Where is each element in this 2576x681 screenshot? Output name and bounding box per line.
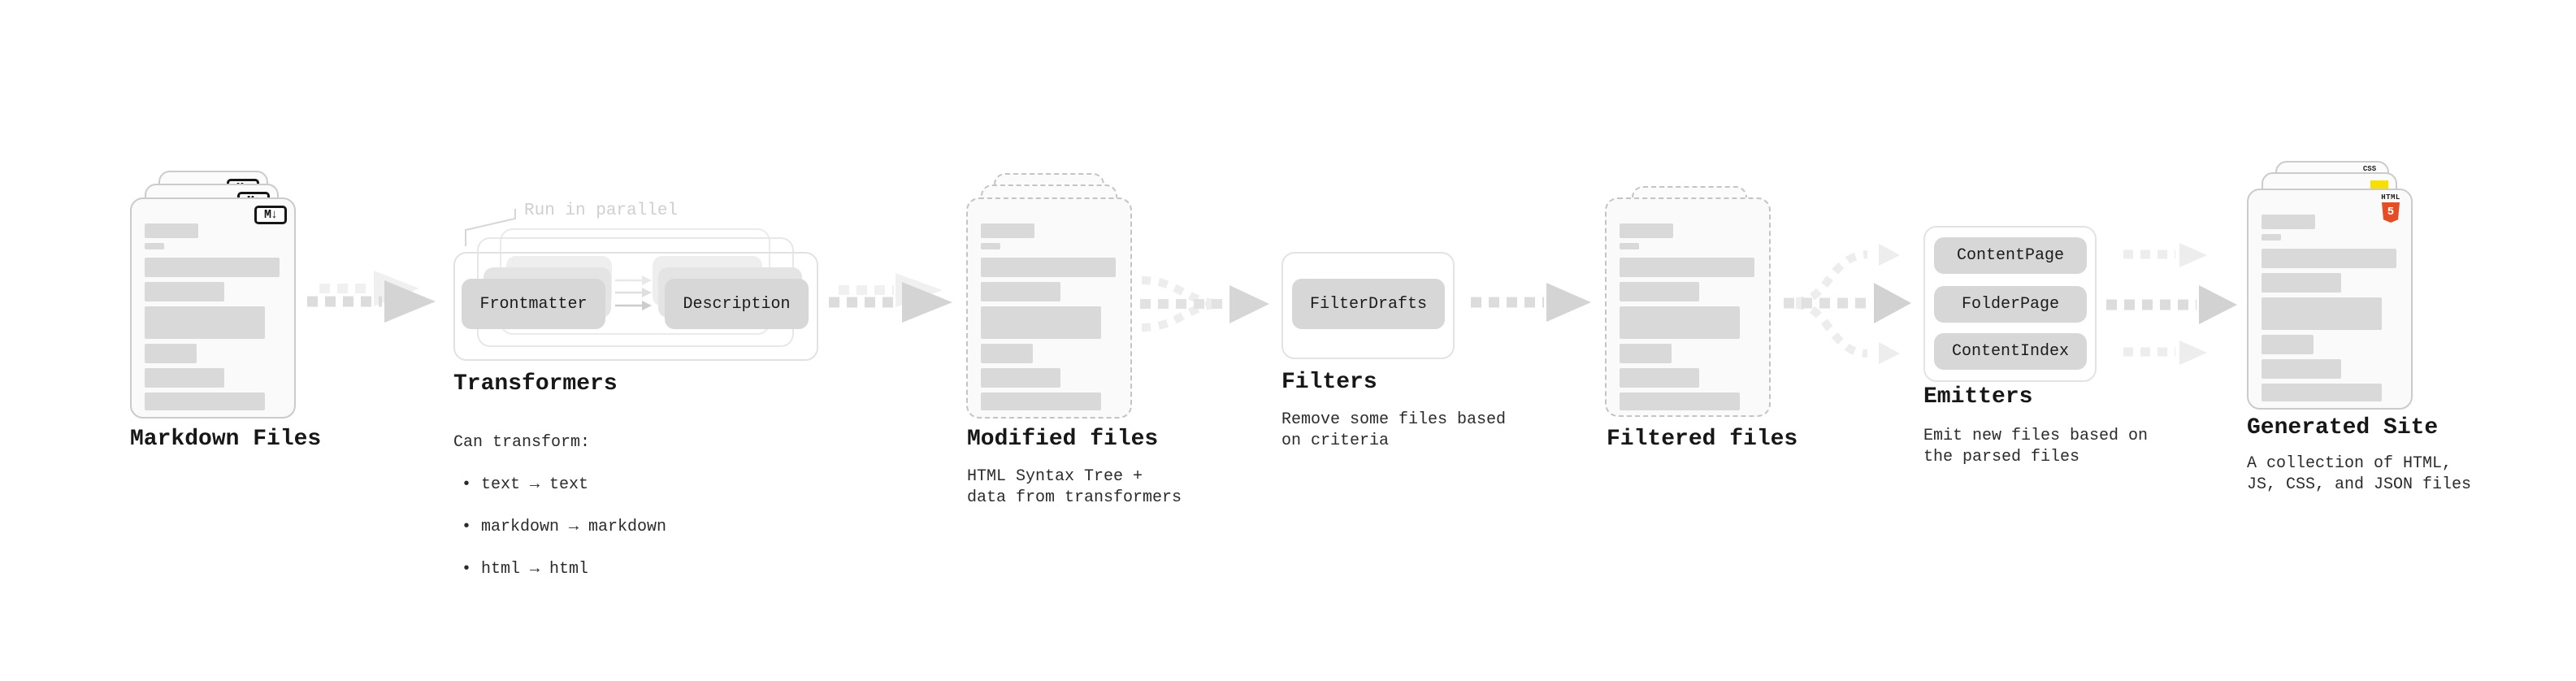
run-in-parallel-annotation: Run in parallel [524,202,679,220]
html5-icon: HTML 5 [2381,193,2400,223]
doc-line [145,243,164,249]
js-icon [2370,180,2388,189]
doc-line [1620,393,1740,410]
flow-arrow-markdown-to-transformers [307,271,436,323]
generated-site-description: A collection of HTML, JS, CSS, and JSON … [2247,454,2472,494]
flow-arrow-fanout-to-emitters [1784,244,1911,364]
markdown-icon-glyph: M↓ [263,208,278,222]
contentpage-pill-label: ContentPage [1956,246,2065,265]
doc-line [981,393,1101,410]
filters-label: Filters [1281,370,1377,395]
markdown-icon: M↓ [254,206,287,224]
flow-arrows-emitters-to-generated [2106,243,2237,365]
doc-line [145,223,198,238]
flow-arrow-merge-to-filters [1140,276,1269,332]
doc-line [145,258,280,277]
markdown-files-label: Markdown Files [130,427,322,452]
doc-line [2262,249,2396,268]
filterdrafts-pill-label: FilterDrafts [1309,294,1428,314]
doc-line [981,243,1000,249]
doc-line [1620,223,1673,238]
generated-site-label: Generated Site [2247,415,2439,440]
doc-line [2262,273,2341,293]
doc-line [1620,306,1740,339]
description-pill: Description [665,279,809,329]
transformers-label: Transformers [453,371,618,397]
emitters-description: Emit new files based on the parsed files [1923,427,2149,466]
doc-line [145,306,265,339]
doc-line [2262,297,2382,330]
contentindex-pill: ContentIndex [1934,333,2087,370]
doc-line [1620,258,1754,277]
filtered-files-label: Filtered files [1607,427,1798,452]
folderpage-pill-label: FolderPage [1961,295,2060,314]
contentindex-pill-label: ContentIndex [1951,342,2070,361]
doc-line [145,344,197,363]
transformers-description: Can transform: • text → text • markdown … [453,411,666,601]
markdown-doc-front: M↓ [130,197,296,419]
contentpage-pill: ContentPage [1934,237,2087,274]
doc-line [981,258,1116,277]
html5-icon-shield: 5 [2382,202,2400,223]
doc-line [2262,234,2281,241]
frontmatter-pill: Frontmatter [462,279,605,329]
callout-line [465,209,516,246]
doc-line [2262,384,2382,401]
doc-line [2262,215,2315,229]
filtered-doc-front [1605,197,1771,417]
doc-line [981,223,1034,238]
transform-bullet: • text → text [462,475,589,494]
doc-line [981,282,1060,301]
doc-line [2262,335,2314,354]
description-pill-label: Description [683,294,791,314]
doc-line [145,368,224,388]
doc-line [981,306,1101,339]
doc-line [1620,282,1699,301]
html5-icon-label: HTML [2381,193,2400,202]
flow-arrow-filters-to-filtered [1471,283,1591,322]
folderpage-pill: FolderPage [1934,286,2087,323]
doc-line [1620,243,1639,249]
transformer-box-front [453,252,818,361]
modified-files-description: HTML Syntax Tree + data from transformer… [967,467,1182,507]
doc-line [2262,359,2341,379]
transformers-desc-title: Can transform: [453,433,591,452]
flow-arrow-transformers-to-modified [829,273,952,323]
modified-doc-front [966,197,1132,419]
filters-description: Remove some files based on criteria [1281,410,1507,450]
emitters-label: Emitters [1923,384,2033,410]
doc-line [145,282,224,301]
modified-files-label: Modified files [967,427,1159,452]
transform-bullet: • markdown → markdown [462,518,667,536]
doc-line [1620,368,1699,388]
doc-line [145,393,265,410]
css-icon-label: CSS [2362,165,2377,173]
parallel-transform-arrows [615,275,652,310]
generated-doc-front: HTML 5 [2247,189,2413,410]
frontmatter-pill-label: Frontmatter [479,294,588,314]
transform-bullet: • html → html [462,560,589,579]
doc-line [981,368,1060,388]
doc-line [1620,344,1672,363]
filterdrafts-pill: FilterDrafts [1292,279,1445,329]
doc-line [981,344,1033,363]
